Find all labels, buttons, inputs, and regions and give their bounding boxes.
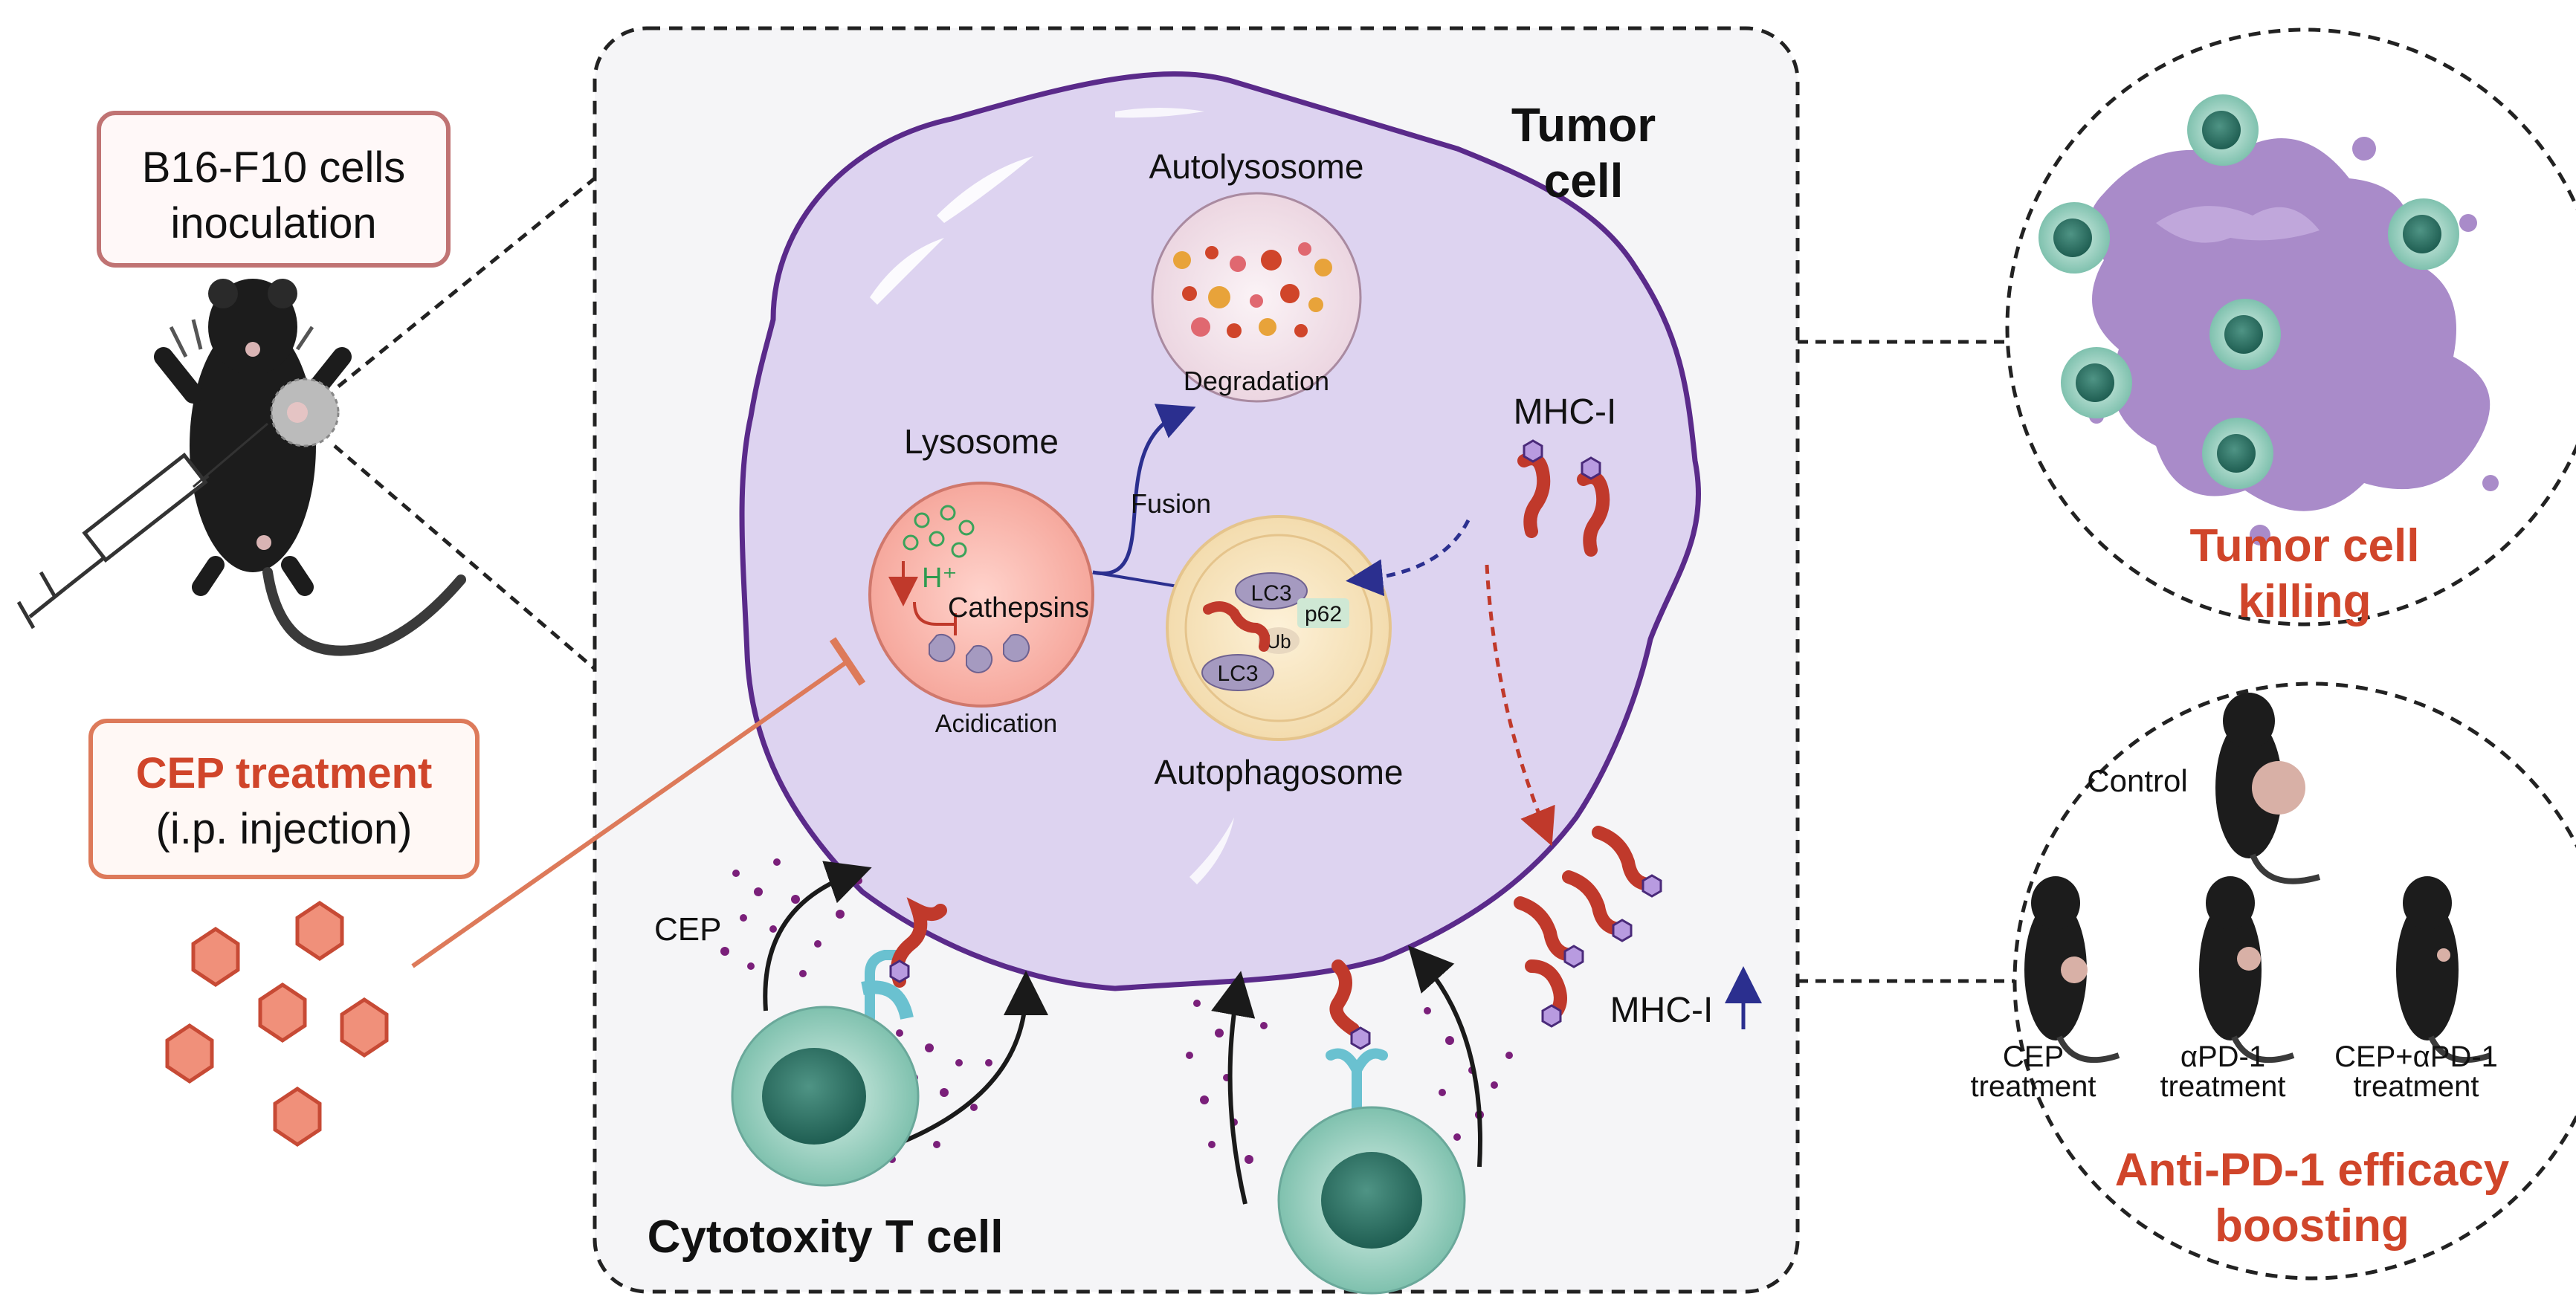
killer-t-cells-icon <box>2038 94 2459 489</box>
autophagosome-label: Autophagosome <box>1154 753 1403 792</box>
lysosome-vesicles <box>903 505 975 558</box>
t-cell-right <box>1277 1048 1466 1295</box>
mhc-molecules-top <box>1517 439 1610 557</box>
inhibition-line <box>913 601 957 635</box>
combo-treatment-caption: CEP+αPD-1 <box>2334 1040 2498 1073</box>
lc3-protein <box>1235 572 1308 609</box>
fusion-connector <box>1092 571 1183 589</box>
treatment-box <box>88 719 480 879</box>
cep-arrow <box>1211 971 1256 1205</box>
syringe-icon <box>16 422 268 629</box>
connector-line <box>337 177 596 388</box>
treatment-label: (i.p. injection) <box>156 805 413 853</box>
cep-arrow <box>894 971 1048 1147</box>
lc3-protein <box>1201 654 1274 691</box>
degradation-fragments <box>1173 242 1332 338</box>
cathepsins-label: Cathepsins <box>948 592 1089 624</box>
proton-label: H⁺ <box>922 563 958 594</box>
p62-label: p62 <box>1305 602 1342 627</box>
boost-label: Anti-PD-1 efficacy <box>2115 1145 2510 1196</box>
boost-label: boosting <box>2215 1200 2409 1252</box>
cep-arrow <box>763 861 872 1011</box>
mouse-pd1-icon <box>2199 876 2295 1064</box>
cep-label: CEP <box>654 911 721 948</box>
cep-molecules-icon <box>165 900 389 1147</box>
mouse-cep-icon <box>2024 876 2120 1064</box>
connector-line <box>333 444 596 670</box>
degradation-label: Degradation <box>1184 366 1329 396</box>
mhc-bottom-label: MHC-I <box>1610 991 1714 1030</box>
inoculation-label: inoculation <box>170 199 376 247</box>
surface-transport-arrow <box>1485 564 1555 847</box>
tumor-cell-label: Tumor <box>1511 98 1656 152</box>
lysosome-label: Lysosome <box>904 422 1059 461</box>
cell-highlight <box>937 156 1033 223</box>
endocytosis-arrow <box>1346 519 1471 597</box>
t-cell-label: Cytotoxity T cell <box>648 1211 1004 1263</box>
fusion-arrow <box>1092 404 1196 575</box>
mhc-top-label: MHC-I <box>1514 392 1617 432</box>
t-cell-left <box>731 950 920 1187</box>
pd1-treatment-caption: treatment <box>2160 1070 2286 1103</box>
cell-highlight <box>1189 818 1234 884</box>
mouse-icon <box>154 279 466 656</box>
cep-inhibition-line <box>411 659 849 968</box>
mhc-molecules-surface <box>1514 826 1662 1028</box>
acidication-label: Acidication <box>935 710 1057 738</box>
p62-protein <box>1297 598 1349 628</box>
tumor-cell-body <box>739 71 1702 991</box>
mouse-combo-icon <box>2396 876 2492 1064</box>
cathepsin-enzymes <box>929 633 1030 673</box>
cep-treatment-caption: CEP <box>2003 1040 2064 1073</box>
killing-label: killing <box>2238 576 2371 627</box>
cell-highlight <box>1115 108 1204 118</box>
lc3-label: LC3 <box>1250 581 1291 606</box>
killing-label: Tumor cell <box>2190 520 2420 572</box>
treatment-label: CEP treatment <box>136 749 433 797</box>
cep-arrow <box>1407 945 1482 1168</box>
fusion-label: Fusion <box>1131 488 1211 519</box>
cell-highlight <box>870 238 944 305</box>
mouse-control-icon <box>2215 693 2321 884</box>
cep-inhibition-bar <box>829 637 866 686</box>
autolysosome-label: Autolysosome <box>1149 147 1364 186</box>
control-label: Control <box>2087 763 2187 798</box>
mhc-tcr-complex-left <box>889 897 947 988</box>
cep-treatment-caption: treatment <box>1971 1070 2096 1103</box>
combo-treatment-caption: treatment <box>2354 1070 2479 1103</box>
autophagosome-inner <box>1184 534 1373 722</box>
mhc-tcr-complex-right <box>1329 959 1371 1050</box>
mhc-cargo <box>1203 601 1271 652</box>
tumor-cell-label: cell <box>1544 154 1624 207</box>
inoculation-label: B16-F10 cells <box>142 143 406 192</box>
ub-label: Ub <box>1266 630 1291 653</box>
pd1-treatment-caption: αPD-1 <box>2180 1040 2265 1073</box>
inoculation-box <box>97 111 451 268</box>
lc3-label: LC3 <box>1217 661 1258 686</box>
lysosome <box>868 482 1094 708</box>
